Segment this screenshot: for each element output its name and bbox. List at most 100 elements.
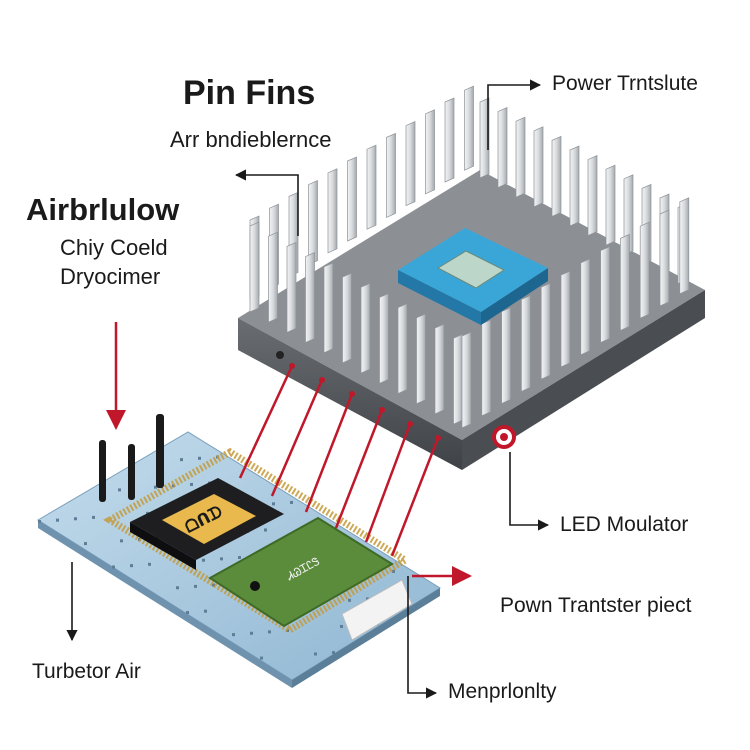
heatsink-fin: [286, 241, 297, 333]
pcb-pad: [264, 528, 267, 532]
pcb-pad: [84, 542, 87, 546]
connector-block: [341, 579, 413, 641]
led-dot: [500, 433, 508, 441]
pcb-pad: [130, 564, 133, 568]
heatsink: [238, 85, 705, 470]
pcb-edge: [38, 520, 292, 688]
heatsink-fin: [379, 292, 389, 384]
heatsink-fin: [560, 270, 571, 368]
pcb-pad: [250, 631, 253, 635]
airflow-subtitle-2: Dryocimer: [60, 264, 161, 289]
signal-line: [304, 393, 354, 513]
pcb-pad: [56, 518, 59, 522]
power-transfer-label: Pown Trantster piect: [500, 594, 692, 617]
signal-endpoint: [407, 421, 413, 427]
pcb-pad: [38, 520, 41, 523]
pin-fins-subtitle: Arr bndieblernce: [170, 127, 332, 152]
power-transistor-label: Power Trntslute: [552, 72, 698, 95]
pcb-pad: [238, 556, 241, 559]
heatsink-fin: [580, 258, 591, 356]
heatsink-fin: [308, 180, 318, 266]
pcb-pad: [366, 597, 369, 601]
signal-endpoint: [319, 377, 325, 383]
pcb-edge-side: [292, 588, 440, 688]
heatsink-fin: [569, 145, 580, 227]
pcb-pad: [112, 565, 115, 569]
signal-line: [390, 437, 440, 557]
signal-line: [364, 423, 412, 543]
black-chip-label-plate: [162, 494, 256, 544]
signal-line: [270, 379, 324, 497]
heatsink-fin: [551, 135, 562, 217]
heatsink-fin: [479, 97, 490, 179]
pcb-pad: [74, 517, 77, 521]
heatsink-fin: [305, 252, 315, 344]
heatsink-fin: [360, 282, 371, 374]
pcb-pad: [186, 611, 189, 615]
heatsink-fin: [268, 231, 278, 323]
heatsink-fin: [540, 282, 551, 380]
screw-hole: [276, 351, 284, 359]
pcb-pad: [180, 458, 183, 462]
signal-endpoint: [435, 435, 441, 441]
heatsink-fin: [605, 164, 616, 246]
pcb-pad: [212, 583, 215, 587]
pcb-pad: [268, 630, 271, 634]
pcb-pad: [272, 502, 275, 506]
pcb-pad: [92, 515, 95, 519]
heatsink-fin: [497, 107, 508, 189]
heatsink-fin: [659, 209, 670, 307]
black-chip-front: [130, 522, 196, 570]
pcb-pad: [202, 558, 205, 562]
heatsink-fin: [533, 126, 544, 208]
chip-dot: [250, 581, 260, 591]
heatsink-fin: [600, 246, 610, 344]
heatsink-fin: [342, 272, 352, 364]
signal-line: [334, 409, 384, 529]
pcb-pad: [148, 562, 151, 566]
airflow-title: Airbrlulow: [26, 192, 180, 227]
pcb-pad: [190, 482, 193, 486]
heatsink-fin: [481, 319, 492, 417]
heatsink-fin: [397, 303, 408, 395]
signal-endpoint: [379, 407, 385, 413]
pcb-pad: [392, 569, 395, 573]
pcb-pad: [194, 584, 197, 588]
signal-endpoint: [349, 391, 355, 397]
heatsink-fin: [501, 307, 511, 405]
signal-lines: [238, 363, 441, 557]
power-chip-front: [398, 270, 481, 325]
pcb-pad: [314, 652, 317, 656]
heatsink-fin: [444, 97, 455, 183]
heatsink-fin: [515, 116, 526, 198]
pcb-pad: [340, 624, 343, 628]
heatsink-fin: [416, 313, 426, 405]
pcb-pad: [260, 656, 263, 660]
heatsink-fin: [323, 262, 334, 354]
heatsink-base-side: [462, 290, 705, 470]
signal-endpoint: [289, 363, 295, 369]
circuit-board: [37, 414, 441, 688]
signal-line: [238, 365, 294, 479]
heatsink-fin: [347, 156, 357, 242]
heatsink-fin: [620, 233, 630, 331]
pcb-pad: [198, 456, 201, 460]
heatsink-fins: [249, 85, 690, 429]
heatsink-fin: [461, 331, 472, 429]
heatsink-fin: [425, 109, 435, 195]
callout-lines: [66, 79, 550, 699]
heatsink-fin: [405, 121, 416, 207]
airflow-subtitle-1: Chiy Coeld: [60, 235, 168, 260]
pcb-pad: [348, 598, 351, 602]
heatsink-fin: [639, 221, 650, 319]
heatsink-fin: [453, 333, 463, 425]
pcb-pad: [290, 500, 293, 504]
pcb-pad: [154, 485, 157, 489]
heatsink-fin: [464, 85, 474, 171]
heatsink-fin: [327, 168, 338, 254]
heatsink-fin: [623, 174, 634, 256]
heatsink-fin: [249, 221, 260, 313]
pcb-pad: [332, 651, 335, 655]
